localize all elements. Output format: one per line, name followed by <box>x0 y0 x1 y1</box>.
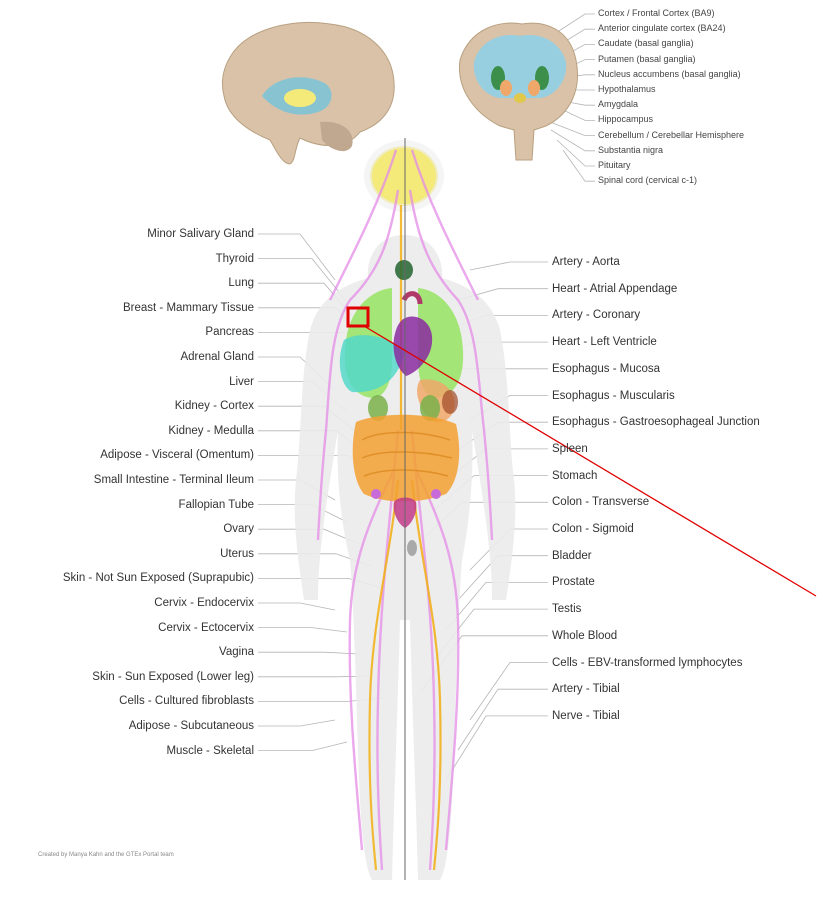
label-spleen: Spleen <box>552 442 588 456</box>
leader-line <box>458 689 548 750</box>
spleen-shape <box>442 390 458 414</box>
leader-line <box>557 140 595 166</box>
label-vagina: Vagina <box>219 645 254 659</box>
brain-coronal-illustration <box>459 23 577 160</box>
intestine-shape <box>353 415 459 502</box>
label-adipose-visceral-omentum: Adipose - Visceral (Omentum) <box>100 448 254 462</box>
label-esophagus-muscularis: Esophagus - Muscularis <box>552 389 675 403</box>
leader-line <box>258 742 347 751</box>
label-whole-blood: Whole Blood <box>552 629 617 643</box>
brain-label-pituitary: Pituitary <box>598 160 631 171</box>
label-skin-sun-exposed-lower-leg: Skin - Sun Exposed (Lower leg) <box>92 670 254 684</box>
label-uterus: Uterus <box>220 547 254 561</box>
label-bladder: Bladder <box>552 549 592 563</box>
brain-label-substantia-nigra: Substantia nigra <box>598 145 663 156</box>
leader-line <box>563 110 595 120</box>
leader-line <box>258 676 371 677</box>
label-adipose-subcutaneous: Adipose - Subcutaneous <box>129 719 254 733</box>
label-prostate: Prostate <box>552 575 595 589</box>
label-lung: Lung <box>228 276 254 290</box>
label-small-intestine-terminal-ileum: Small Intestine - Terminal Ileum <box>94 473 254 487</box>
leader-line <box>258 652 359 654</box>
label-fallopian-tube: Fallopian Tube <box>179 498 254 512</box>
label-esophagus-gastroesophageal-junction: Esophagus - Gastroesophageal Junction <box>552 415 760 429</box>
leader-line <box>258 720 335 726</box>
label-artery-aorta: Artery - Aorta <box>552 255 620 269</box>
leader-line <box>470 262 548 270</box>
thyroid-shape <box>395 260 413 280</box>
brain-label-putamen-basal-ganglia: Putamen (basal ganglia) <box>598 54 696 65</box>
label-liver: Liver <box>229 375 254 389</box>
brain-sagittal-illustration <box>222 22 394 164</box>
label-muscle-skeletal: Muscle - Skeletal <box>166 744 254 758</box>
label-artery-tibial: Artery - Tibial <box>552 682 620 696</box>
label-colon-transverse: Colon - Transverse <box>552 495 649 509</box>
label-cells-cultured-fibroblasts: Cells - Cultured fibroblasts <box>119 694 254 708</box>
label-kidney-medulla: Kidney - Medulla <box>168 424 254 438</box>
label-stomach: Stomach <box>552 469 597 483</box>
brain-label-hypothalamus: Hypothalamus <box>598 84 656 95</box>
label-colon-sigmoid: Colon - Sigmoid <box>552 522 634 536</box>
label-heart-left-ventricle: Heart - Left Ventricle <box>552 335 657 349</box>
label-kidney-cortex: Kidney - Cortex <box>175 399 254 413</box>
ovary-shape <box>371 489 381 499</box>
leader-line <box>258 628 347 632</box>
bladder-shape <box>407 540 417 556</box>
label-nerve-tibial: Nerve - Tibial <box>552 709 620 723</box>
leader-line <box>470 663 548 721</box>
brain-label-cerebellum-cerebellar-hemisphere: Cerebellum / Cerebellar Hemisphere <box>598 130 744 141</box>
leader-line <box>258 603 335 610</box>
label-cervix-endocervix: Cervix - Endocervix <box>154 596 254 610</box>
label-heart-atrial-appendage: Heart - Atrial Appendage <box>552 282 677 296</box>
label-cells-ebv-transformed-lymphocytes: Cells - EBV-transformed lymphocytes <box>552 656 742 670</box>
credit-text: Created by Manya Kahn and the GTEx Porta… <box>38 852 174 858</box>
label-minor-salivary-gland: Minor Salivary Gland <box>147 227 254 241</box>
brain-label-amygdala: Amygdala <box>598 99 638 110</box>
label-testis: Testis <box>552 602 581 616</box>
label-adrenal-gland: Adrenal Gland <box>180 350 254 364</box>
brain-label-anterior-cingulate-cortex-ba24: Anterior cingulate cortex (BA24) <box>598 23 726 34</box>
label-thyroid: Thyroid <box>216 252 254 266</box>
brain-label-nucleus-accumbens-basal-ganglia: Nucleus accumbens (basal ganglia) <box>598 69 741 80</box>
brain-label-cortex-frontal-cortex-ba9: Cortex / Frontal Cortex (BA9) <box>598 8 715 19</box>
label-breast-mammary-tissue: Breast - Mammary Tissue <box>123 301 254 315</box>
brain-label-spinal-cord-cervical-c-1: Spinal cord (cervical c-1) <box>598 175 697 186</box>
leader-line <box>446 716 548 780</box>
label-ovary: Ovary <box>223 522 254 536</box>
brain-label-hippocampus: Hippocampus <box>598 114 653 125</box>
label-esophagus-mucosa: Esophagus - Mucosa <box>552 362 660 376</box>
label-artery-coronary: Artery - Coronary <box>552 308 640 322</box>
label-cervix-ectocervix: Cervix - Ectocervix <box>158 621 254 635</box>
label-pancreas: Pancreas <box>205 325 254 339</box>
label-skin-not-sun-exposed-suprapubic: Skin - Not Sun Exposed (Suprapubic) <box>63 571 254 585</box>
brain-label-caudate-basal-ganglia: Caudate (basal ganglia) <box>598 38 694 49</box>
